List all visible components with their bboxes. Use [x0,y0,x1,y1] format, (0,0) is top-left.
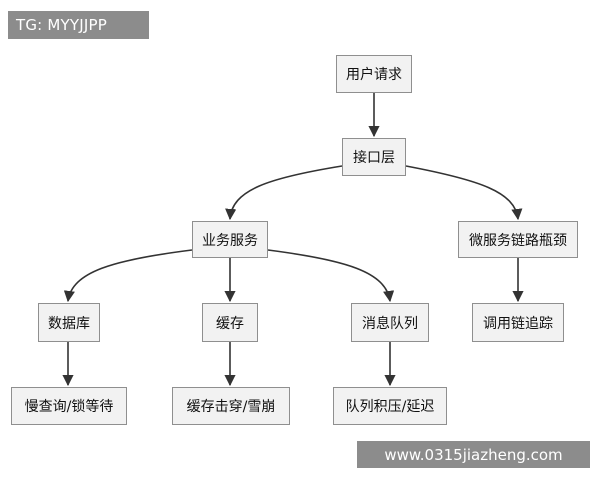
node-interface-layer: 接口层 [342,138,406,176]
watermark-bottom-right: www.0315jiazheng.com [357,441,590,468]
watermark-top-left: TG: MYYJJPP [8,11,149,39]
edge-business-to-queue [267,249,395,303]
edge-interface-to-microservice [405,165,523,221]
node-call-chain-tracing: 调用链追踪 [472,303,564,342]
edge-business-to-database [63,249,193,303]
node-business-service: 业务服务 [192,221,268,258]
node-database: 数据库 [38,303,100,342]
node-cache-breakdown: 缓存击穿/雪崩 [172,387,290,425]
node-cache: 缓存 [202,303,258,342]
node-slow-query-lock: 慢查询/锁等待 [11,387,127,425]
node-user-request: 用户请求 [336,55,412,93]
node-microservice-bottleneck: 微服务链路瓶颈 [458,221,578,258]
node-queue-backlog: 队列积压/延迟 [333,387,447,425]
node-message-queue: 消息队列 [351,303,429,342]
edge-interface-to-business [225,165,343,221]
